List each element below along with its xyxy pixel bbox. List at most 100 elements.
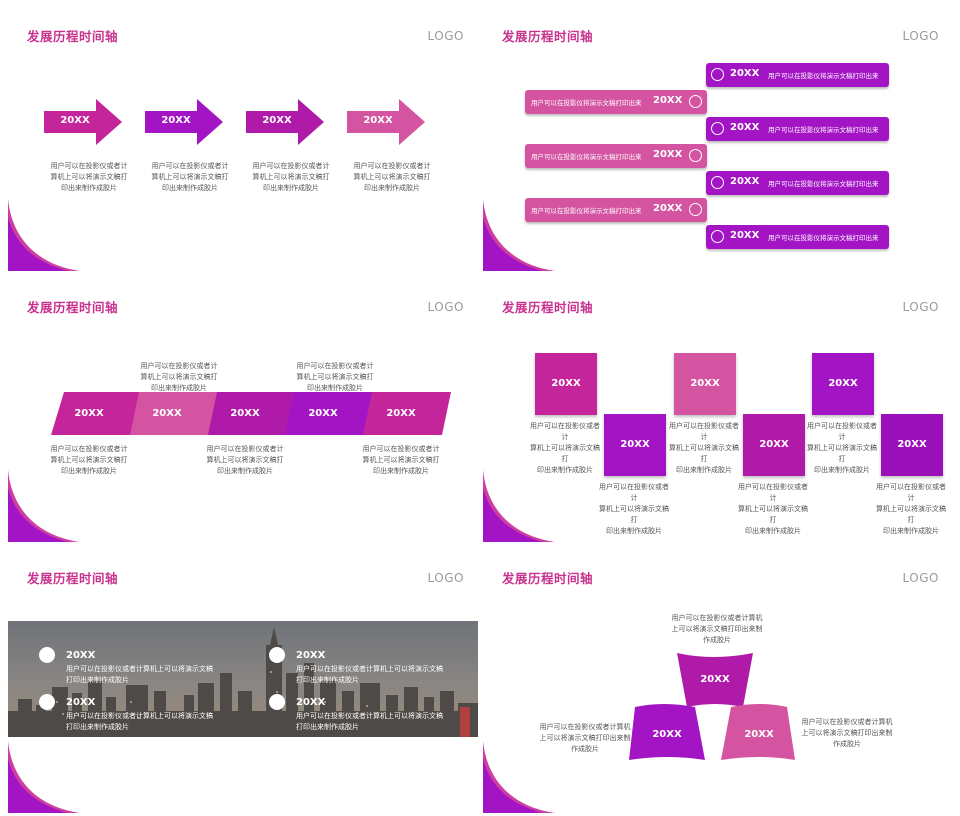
square-year: 20XX <box>759 439 789 450</box>
item-year: 20XX <box>296 650 326 661</box>
slide-title: 发展历程时间轴 <box>27 300 119 315</box>
item-description: 用户可以在投影仪或者计算机上可以将演示文稿打印出来制作成胶片 <box>66 712 213 731</box>
bar-year: 20XX <box>730 230 760 241</box>
logo: LOGO <box>427 29 464 43</box>
item-description: 用户可以在投影仪或者计算机上可以将演示文稿打印出来制作成胶片 <box>296 712 443 731</box>
slide-title: 发展历程时间轴 <box>27 29 119 44</box>
arrow-year: 20XX <box>363 115 393 126</box>
year-square: 20XX <box>812 353 874 415</box>
corner-decoration <box>8 470 80 542</box>
bar-text: 用户可以在投影仪将演示文稿打印出来 <box>531 153 642 161</box>
arrow-year: 20XX <box>161 115 191 126</box>
slide-6[interactable]: 发展历程时间轴 LOGO 用户可以在投影仪或者计算机上可以将演示文稿打印出来制作… <box>483 543 957 813</box>
item-description: 用户可以在投影仪或者计算机上可以将演示文稿打印出来制作成胶片 <box>876 483 946 535</box>
year-square: 20XX <box>535 353 597 415</box>
logo: LOGO <box>427 571 464 585</box>
year-square: 20XX <box>743 414 805 476</box>
timeline-arrow-1: 20XX <box>44 99 124 145</box>
timeline-arrow-4: 20XX <box>347 99 427 145</box>
item-description: 用户可以在投影仪或者计算机上可以将演示文稿打印出来制作成胶片 <box>206 445 284 475</box>
item-description: 用户可以在投影仪或者计算机上可以将演示文稿打印出来制作成胶片 <box>353 162 431 192</box>
trapezoid-year: 20XX <box>744 729 774 740</box>
slide-title: 发展历程时间轴 <box>502 29 594 44</box>
circle-icon <box>689 203 702 216</box>
slide-3[interactable]: 发展历程时间轴 LOGO 20XX 20XX 20XX 20XX 20XX 用户… <box>8 272 482 542</box>
slide-title: 发展历程时间轴 <box>502 300 594 315</box>
corner-decoration <box>8 741 80 813</box>
item-year: 20XX <box>66 697 96 708</box>
timeline-bar-left: 用户可以在投影仪将演示文稿打印出来 20XX <box>525 198 707 222</box>
item-description: 用户可以在投影仪或者计算机上可以将演示文稿打印出来制作成胶片 <box>140 362 218 392</box>
parallelogram-timeline <box>51 392 451 435</box>
bar-text: 用户可以在投影仪将演示文稿打印出来 <box>531 207 642 215</box>
slide-1[interactable]: 发展历程时间轴 LOGO 20XX 20XX 20XX 20XX 用户可以在投影… <box>8 1 482 271</box>
arrow-year: 20XX <box>60 115 90 126</box>
slide-2[interactable]: 发展历程时间轴 LOGO 20XX 用户可以在投影仪将演示文稿打印出来 20XX… <box>483 1 957 271</box>
item-description: 用户可以在投影仪或者计算机上可以将演示文稿打印出来制作成胶片 <box>599 483 669 535</box>
timeline-bar-right: 20XX 用户可以在投影仪将演示文稿打印出来 <box>706 225 889 249</box>
slide-4[interactable]: 发展历程时间轴 LOGO 20XX 20XX 20XX 20XX 20XX 20… <box>483 272 957 542</box>
item-year: 20XX <box>296 697 326 708</box>
square-year: 20XX <box>690 378 720 389</box>
bar-text: 用户可以在投影仪将演示文稿打印出来 <box>768 234 879 242</box>
circle-icon <box>711 176 724 189</box>
segment-year: 20XX <box>386 408 416 419</box>
item-description: 用户可以在投影仪或者计算机上可以将演示文稿打印出来制作成胶片 <box>669 422 739 474</box>
circle-icon <box>689 95 702 108</box>
bar-year: 20XX <box>653 149 683 160</box>
slide-title: 发展历程时间轴 <box>27 571 119 586</box>
city-skyline-banner <box>8 621 478 737</box>
timeline-bar-right: 20XX 用户可以在投影仪将演示文稿打印出来 <box>706 63 889 87</box>
logo: LOGO <box>427 300 464 314</box>
item-description: 用户可以在投影仪或者计算机上可以将演示文稿打印出来制作成胶片 <box>252 162 330 192</box>
corner-decoration <box>483 741 555 813</box>
timeline-arrow-3: 20XX <box>246 99 326 145</box>
circle-icon <box>711 68 724 81</box>
circle-icon <box>39 647 55 663</box>
item-description: 用户可以在投影仪或者计算机上可以将演示文稿打印出来制作成胶片 <box>738 483 808 535</box>
timeline-bar-right: 20XX 用户可以在投影仪将演示文稿打印出来 <box>706 171 889 195</box>
bar-year: 20XX <box>653 203 683 214</box>
circle-icon <box>269 647 285 663</box>
item-description: 用户可以在投影仪或者计算机上可以将演示文稿打印出来制作成胶片 <box>671 614 763 644</box>
bar-text: 用户可以在投影仪将演示文稿打印出来 <box>531 99 642 107</box>
item-description: 用户可以在投影仪或者计算机上可以将演示文稿打印出来制作成胶片 <box>66 665 213 684</box>
circle-icon <box>711 230 724 243</box>
circle-icon <box>689 149 702 162</box>
item-description: 用户可以在投影仪或者计算机上可以将演示文稿打印出来制作成胶片 <box>296 362 374 392</box>
slide-5[interactable]: 发展历程时间轴 LOGO <box>8 543 482 813</box>
year-square: 20XX <box>881 414 943 476</box>
timeline-bar-left: 用户可以在投影仪将演示文稿打印出来 20XX <box>525 144 707 168</box>
corner-decoration <box>8 199 80 271</box>
square-year: 20XX <box>551 378 581 389</box>
circle-icon <box>711 122 724 135</box>
circle-icon <box>269 694 285 710</box>
bar-year: 20XX <box>730 68 760 79</box>
bar-year: 20XX <box>730 122 760 133</box>
segment-year: 20XX <box>74 408 104 419</box>
city-skyline-image <box>8 621 478 737</box>
segment-year: 20XX <box>152 408 182 419</box>
square-year: 20XX <box>828 378 858 389</box>
corner-decoration <box>483 470 555 542</box>
logo: LOGO <box>902 571 939 585</box>
bar-year: 20XX <box>653 95 683 106</box>
item-description: 用户可以在投影仪或者计算机上可以将演示文稿打印出来制作成胶片 <box>530 422 600 474</box>
arrow-year: 20XX <box>262 115 292 126</box>
segment-year: 20XX <box>230 408 260 419</box>
circle-icon <box>39 694 55 710</box>
item-year: 20XX <box>66 650 96 661</box>
bar-text: 用户可以在投影仪将演示文稿打印出来 <box>768 180 879 188</box>
item-description: 用户可以在投影仪或者计算机上可以将演示文稿打印出来制作成胶片 <box>296 665 443 684</box>
slide-title: 发展历程时间轴 <box>502 571 594 586</box>
timeline-bar-left: 用户可以在投影仪将演示文稿打印出来 20XX <box>525 90 707 114</box>
item-description: 用户可以在投影仪或者计算机上可以将演示文稿打印出来制作成胶片 <box>807 422 877 474</box>
trapezoid-year: 20XX <box>652 729 682 740</box>
bar-year: 20XX <box>730 176 760 187</box>
logo: LOGO <box>902 29 939 43</box>
trapezoid-year: 20XX <box>700 674 730 685</box>
item-description: 用户可以在投影仪或者计算机上可以将演示文稿打印出来制作成胶片 <box>50 162 128 192</box>
square-year: 20XX <box>620 439 650 450</box>
bar-text: 用户可以在投影仪将演示文稿打印出来 <box>768 72 879 80</box>
year-square: 20XX <box>674 353 736 415</box>
